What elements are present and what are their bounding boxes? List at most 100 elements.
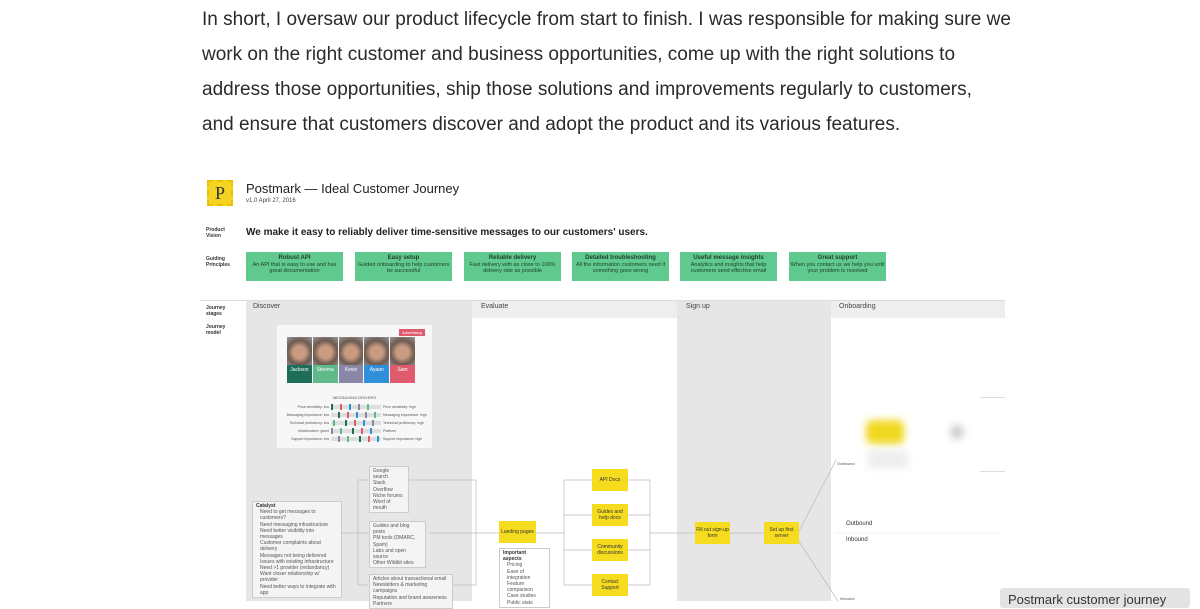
persona-name: Ayaan: [364, 365, 390, 383]
stage-evaluate: Evaluate: [481, 303, 509, 310]
paragraph-line: work on the right customer and business …: [202, 44, 956, 65]
list-item: Labs and open source: [373, 547, 407, 561]
vision-label: Product Vision: [206, 227, 225, 239]
driver-marker: [340, 404, 342, 410]
driver-marker: [347, 412, 349, 418]
driver-marker: [338, 412, 340, 418]
driver-marker: [361, 428, 363, 434]
landing-pages-step: Landing pages: [499, 521, 536, 543]
paragraph-line: and ensure that customers discover and a…: [202, 114, 901, 135]
driver-marker: [338, 436, 340, 442]
list-item: Messages not being delivered: [260, 552, 327, 559]
persona: Ayaan: [364, 337, 390, 383]
driver-marker: [363, 420, 365, 426]
persona: Kevin: [338, 337, 364, 383]
list-item: PM tools (DMARC, Spam): [373, 535, 416, 548]
persona-photo: [338, 337, 364, 365]
list-item: Pricing: [507, 562, 523, 569]
driver-low: Technical proficiency: low: [289, 421, 330, 425]
list-item: Word of mouth: [373, 499, 391, 512]
driver-marker: [340, 428, 342, 434]
driver-marker: [372, 420, 374, 426]
list-title: Important aspects: [503, 550, 527, 563]
persona-photo: [287, 337, 312, 365]
persona-photo: [364, 337, 390, 365]
driver-marker: [333, 420, 335, 426]
driver-marker: [347, 436, 349, 442]
list-item: Customer complaints about delivery: [260, 540, 321, 553]
driver-low: Support importance: low: [291, 437, 329, 441]
list-item: Ease of integration: [507, 568, 531, 581]
image-caption: Postmark customer journey: [1000, 588, 1190, 608]
postmark-logo: P: [207, 180, 233, 206]
driver-marker: [374, 412, 376, 418]
evaluate-stage-bar: [472, 300, 677, 318]
driver-low: Messaging importance: low: [286, 413, 329, 417]
stages-label: Journey stages: [206, 305, 226, 317]
driver-row: Technical proficiency: low Technical prof…: [281, 419, 431, 427]
community-step: Community discussions: [592, 539, 628, 561]
principles-label: Guiding Principles: [206, 256, 230, 268]
list-item: Google search: [373, 468, 390, 481]
persona-photo: [312, 337, 338, 365]
blurred-content: [950, 425, 964, 439]
driver-bar: [331, 412, 381, 418]
driver-marker: [367, 404, 369, 410]
driver-bar: [331, 404, 381, 410]
drivers-title: MESSAGING DRIVERS: [332, 395, 377, 400]
driver-high: Support importance: high: [383, 437, 423, 441]
diagram-title: Postmark — Ideal Customer Journey: [246, 181, 460, 196]
driver-marker: [354, 420, 356, 426]
list-item: Niche forums: [373, 492, 403, 499]
driver-marker: [331, 428, 333, 434]
article-paragraph: In short, I oversaw our product lifecycl…: [202, 2, 1022, 142]
divider: [980, 471, 1005, 472]
paragraph-line: address those opportunities, ship those …: [202, 79, 972, 100]
list-item: Case studies: [507, 593, 536, 600]
blurred-onboarding-step: [866, 420, 904, 444]
product-vision: We make it easy to reliably deliver time…: [246, 227, 648, 238]
driver-marker: [352, 428, 354, 434]
persona-name: Jackson: [287, 365, 312, 383]
persona: Steema: [312, 337, 338, 383]
stage-signup: Sign up: [686, 303, 710, 310]
list-item: Stack Overflow: [373, 480, 393, 493]
list-item: Need messaging infrastructure: [260, 521, 329, 528]
outbound-label: Outbound: [846, 521, 873, 527]
divider: [200, 300, 1005, 301]
guides-step: Guides and help docs: [592, 504, 628, 526]
driver-bar: [331, 420, 381, 426]
driver-low: Infrastructure: glued: [297, 429, 329, 433]
driver-marker: [365, 412, 367, 418]
onboarding-stage-bar: [831, 300, 1005, 318]
driver-high: Technical proficiency: high: [383, 421, 424, 425]
persona: Sam: [390, 337, 415, 383]
persona-badge: Advertising: [399, 329, 425, 336]
driver-bar: [331, 428, 381, 434]
stage-onboarding: Onboarding: [839, 303, 876, 310]
list-item: Reputation and brand awareness: [373, 594, 447, 601]
inbound-small-label: Inbound: [840, 596, 855, 601]
diagram-version: v1.0 April 27, 2016: [246, 198, 296, 204]
signup-form-step: Fill out sign-up form: [695, 522, 730, 544]
flow-connectors: [342, 460, 1000, 601]
driver-marker: [359, 436, 361, 442]
driver-marker: [356, 412, 358, 418]
list-item: Other Wildbit sites: [373, 560, 414, 567]
inbound-label: Inbound: [846, 537, 868, 543]
list-item: Issues with existing infrastructure: [260, 558, 334, 565]
driver-marker: [331, 404, 333, 410]
